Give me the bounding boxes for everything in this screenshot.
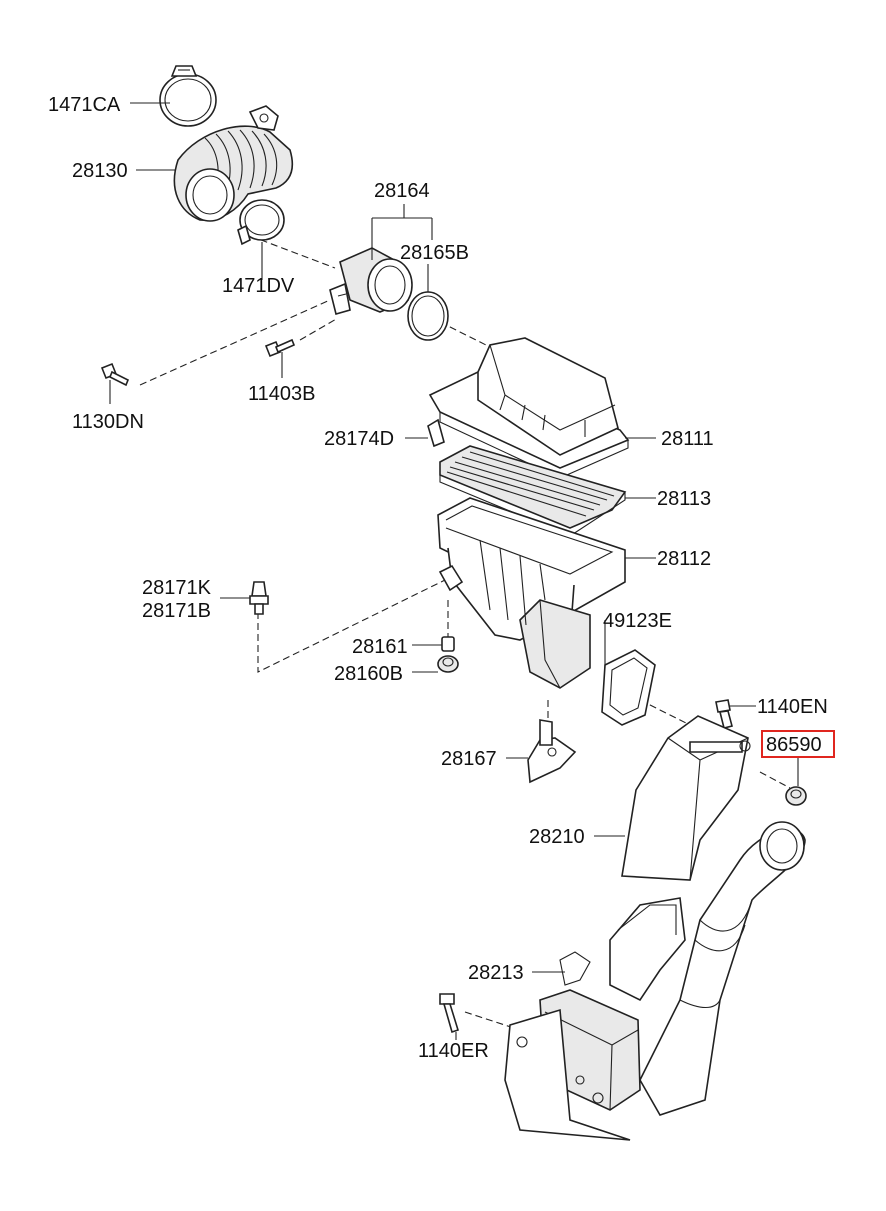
label-28161[interactable]: 28161 (352, 636, 408, 658)
label-28165b[interactable]: 28165B (400, 242, 469, 264)
label-1140en[interactable]: 1140EN (757, 696, 828, 718)
intake-hose-28130 (173, 105, 294, 222)
clip-28174d (427, 418, 445, 448)
air-flow-sensor-28164 (329, 247, 413, 315)
label-86590[interactable]: 86590 (766, 734, 822, 756)
label-28112[interactable]: 28112 (657, 548, 711, 570)
label-28164[interactable]: 28164 (374, 180, 430, 202)
bolt-11403b (264, 338, 296, 358)
air-cleaner-body-28112 (437, 497, 626, 689)
label-28171k[interactable]: 28171K (142, 577, 212, 599)
label-11403b[interactable]: 11403B (248, 383, 315, 405)
leader-lines (109, 102, 799, 1040)
nut-86590 (785, 786, 807, 806)
label-28130[interactable]: 28130 (72, 160, 128, 182)
bolt-28171k (249, 581, 269, 615)
air-cleaner-cover-28111 (428, 337, 630, 479)
grommet-28160b (437, 655, 459, 673)
resonator-28213 (504, 821, 806, 1141)
label-1471dv[interactable]: 1471DV (222, 275, 295, 297)
label-28113[interactable]: 28113 (657, 488, 711, 510)
label-28174d[interactable]: 28174D (324, 428, 394, 450)
bolt-1140er (439, 993, 459, 1034)
label-1130dn[interactable]: 1130DN (72, 411, 144, 433)
label-49123e[interactable]: 49123E (603, 610, 672, 632)
bolt-1130dn (100, 362, 130, 387)
duct-28210 (621, 715, 751, 881)
label-28210[interactable]: 28210 (529, 826, 585, 848)
label-28111[interactable]: 28111 (661, 428, 714, 450)
label-1471ca[interactable]: 1471CA (48, 94, 121, 116)
bolt-1140en (715, 699, 733, 729)
part-labels: 1471CA 28130 28164 28165B 1471DV 11403B … (48, 94, 835, 1062)
gasket-49123e (601, 649, 656, 726)
o-ring-28165b (407, 291, 449, 341)
label-28213[interactable]: 28213 (468, 962, 524, 984)
insulator-28161 (441, 636, 455, 652)
label-1140er[interactable]: 1140ER (418, 1040, 489, 1062)
label-28160b[interactable]: 28160B (334, 663, 403, 685)
assembly-lines (139, 231, 791, 1031)
bracket-28167 (527, 719, 577, 784)
label-28167[interactable]: 28167 (441, 748, 497, 770)
hose-clamp-1471ca (159, 65, 217, 127)
label-28171b[interactable]: 28171B (142, 600, 211, 622)
hose-clamp-1471dv (237, 199, 285, 246)
highlight-box-86590 (761, 730, 835, 758)
